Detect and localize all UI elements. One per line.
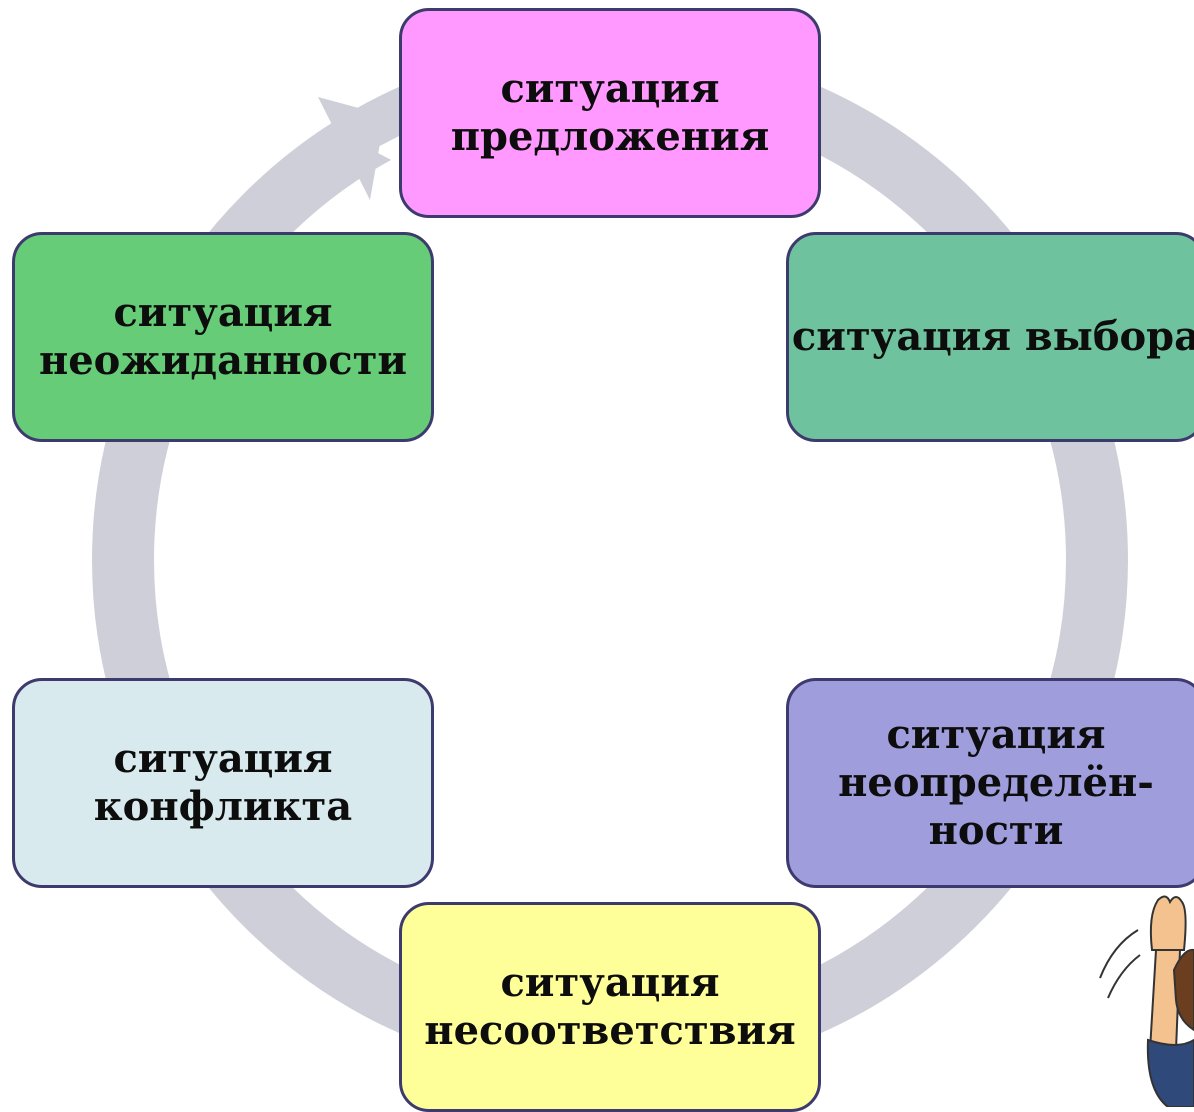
motion-line bbox=[1099, 929, 1139, 979]
node-choice-label: ситуация выбора bbox=[791, 313, 1194, 360]
node-mismatch-situation: ситуация несоответствия bbox=[399, 902, 821, 1112]
shirt bbox=[1146, 1038, 1194, 1107]
node-offer-situation: ситуация предложения bbox=[399, 8, 821, 218]
node-choice-situation: ситуация выбора bbox=[786, 232, 1194, 442]
node-uncertainty-situation: ситуация неопределён- ности bbox=[786, 678, 1194, 888]
hand-icon bbox=[1149, 895, 1187, 951]
node-surprise-label: ситуация неожиданности bbox=[38, 289, 408, 384]
node-uncertainty-label: ситуация неопределён- ности bbox=[838, 711, 1154, 854]
node-mismatch-label: ситуация несоответствия bbox=[424, 959, 796, 1054]
cycle-ring-band bbox=[92, 42, 1128, 1078]
hair bbox=[1172, 948, 1194, 1032]
node-surprise-situation: ситуация неожиданности bbox=[12, 232, 434, 442]
node-conflict-label: ситуация конфликта bbox=[93, 735, 353, 830]
node-offer-label: ситуация предложения bbox=[450, 65, 770, 160]
cycle-arrowhead bbox=[318, 97, 385, 200]
node-conflict-situation: ситуация конфликта bbox=[12, 678, 434, 888]
motion-line bbox=[1107, 954, 1141, 999]
raised-hand-person-illustration bbox=[1099, 895, 1194, 1107]
